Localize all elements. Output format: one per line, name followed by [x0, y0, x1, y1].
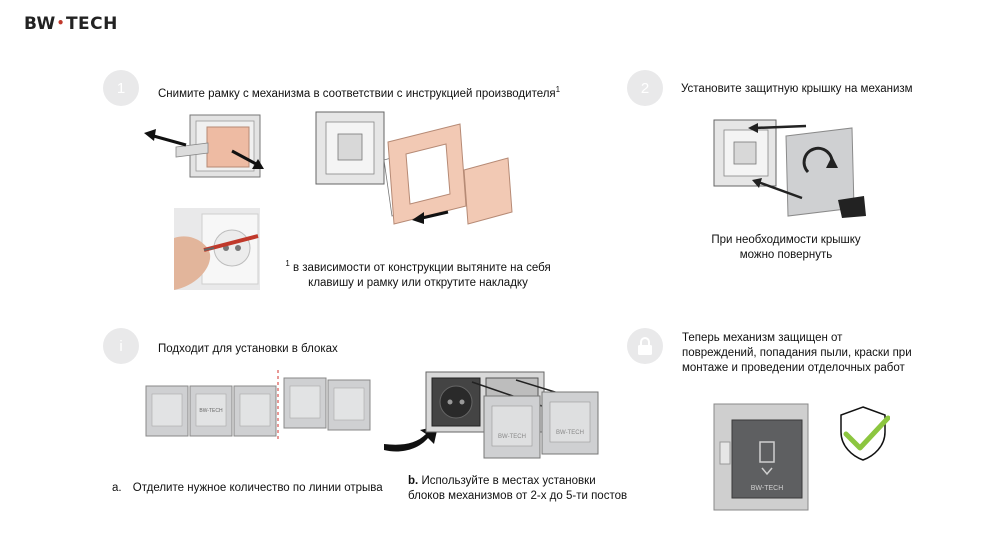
cover-block-4: [283, 377, 327, 429]
curved-arrow-shape: [384, 426, 438, 452]
cover-center-mark: [759, 441, 775, 463]
cover-block-3: [233, 385, 277, 437]
hand: [174, 236, 211, 290]
mechanism-switch: [337, 133, 363, 161]
info-title: Подходит для установки в блоках: [158, 343, 338, 355]
rotate-arrow-head: [826, 156, 838, 168]
info-badge: i: [103, 328, 139, 364]
screwdriver-photo: [174, 208, 260, 290]
final-text-line3: монтаже и проведении отделочных работ: [682, 362, 905, 374]
instruction-b-marker: b.: [408, 475, 419, 487]
key-cover: [206, 126, 250, 168]
cover-watermark-a: BW-TECH: [498, 434, 526, 440]
instruction-a: a. Отделите нужное количество по линии о…: [112, 481, 383, 496]
arrow-down-shaft: [421, 210, 449, 220]
arrow-lower: [757, 180, 803, 200]
step1-footnote: 1 в зависимости от конструкции вытяните …: [278, 256, 558, 291]
check-mark-icon: [843, 415, 890, 451]
cover-watermark-b: BW-TECH: [556, 430, 584, 436]
frame-side-clip: [719, 441, 731, 465]
arrow-upper-head: [748, 123, 758, 133]
instruction-b: b. Используйте в местах установки блоков…: [408, 474, 628, 504]
install-cover-illustration: [713, 119, 866, 218]
instruction-a-marker: a.: [112, 482, 122, 494]
socket-hole-right: [459, 399, 465, 405]
step1-footnote-line1: 1 в зависимости от конструкции вытяните …: [278, 256, 558, 276]
brand-logo: BW•TECH: [24, 14, 118, 34]
step2-note-line2: можно повернуть: [739, 249, 833, 261]
key-plate: [463, 157, 513, 225]
protected-mechanism-illustration: BW-TECH: [713, 403, 809, 511]
mechanism-switch: [733, 141, 757, 165]
cover-block-a-inner: [491, 405, 533, 447]
step2-number: 2: [640, 79, 650, 97]
step1-badge: 1: [103, 70, 139, 106]
brand-name-right: TECH: [65, 14, 118, 34]
screwdriver-tip: [203, 247, 215, 251]
step2-note: При необходимости крышку можно повернуть: [700, 233, 872, 263]
remove-cover-illustration: [144, 114, 264, 178]
step1-title-footnote-mark: 1: [555, 85, 561, 94]
arrow-upper: [753, 124, 807, 130]
frame-exploded-illustration: [315, 111, 513, 225]
info-icon: i: [119, 337, 123, 355]
cover-block-5: [327, 379, 371, 431]
step1-footnote-line2: клавишу и рамку или открутите накладку: [308, 276, 528, 289]
step1-footnote-mark: 1: [285, 259, 290, 268]
socket-hole-left: [447, 399, 453, 405]
arrow-down-head: [412, 212, 424, 224]
brand-name-left: BW: [24, 14, 56, 34]
instruction-a-text: Отделите нужное количество по линии отры…: [132, 482, 383, 494]
step2-title: Установите защитную крышку на механизм: [681, 83, 913, 95]
arrow-right-shaft: [231, 149, 259, 167]
cover-chevron-icon: [761, 467, 773, 476]
final-text-line1: Теперь механизм защищен от: [682, 332, 843, 344]
shield-outline: [840, 406, 886, 461]
cover-block-2: BW-TECH: [189, 385, 233, 437]
arrow-left-shaft: [149, 133, 187, 147]
block-installation-illustration: BW-TECH BW-TECH: [425, 371, 599, 459]
cover-strip-illustration: BW-TECH: [145, 370, 371, 442]
step2-badge: 2: [627, 70, 663, 106]
rotate-arc: [802, 146, 834, 174]
shield-check-icon: [840, 406, 890, 461]
hand-glove: [838, 196, 866, 218]
protective-cover: [731, 419, 803, 499]
step1-number: 1: [116, 79, 126, 97]
instruction-b-line1: Используйте в местах установки: [421, 475, 596, 487]
curved-arrow-icon: [384, 426, 438, 452]
cover-block-b-inner: [549, 401, 591, 443]
arrow-left-head: [144, 129, 156, 141]
wire-clamp: [175, 142, 209, 158]
final-text-line2: повреждений, попадания пыли, краски при: [682, 347, 912, 359]
final-text: Теперь механизм защищен от повреждений, …: [682, 331, 932, 376]
frame-opening: [405, 143, 451, 205]
arrow-lower-head: [752, 178, 762, 188]
socket-ring: [439, 385, 473, 419]
lock-badge: [627, 328, 663, 364]
step1-title-text: Снимите рамку с механизма в соответствии…: [158, 87, 556, 100]
instruction-b-line2: блоков механизмов от 2-х до 5-ти постов: [408, 490, 628, 502]
step1-title: Снимите рамку с механизма в соответствии…: [158, 82, 560, 102]
step1-footnote-line1-text: в зависимости от конструкции вытяните на…: [292, 261, 551, 274]
cover-block-1: [145, 385, 189, 437]
arrow-right-head: [252, 159, 264, 169]
brand-dot: •: [56, 16, 65, 30]
cover-watermark: BW-TECH: [751, 485, 784, 492]
socket-hole-right: [235, 245, 241, 251]
cover-watermark: BW-TECH: [199, 408, 223, 414]
lock-icon: [638, 337, 652, 355]
step2-note-line1: При необходимости крышку: [711, 234, 861, 246]
